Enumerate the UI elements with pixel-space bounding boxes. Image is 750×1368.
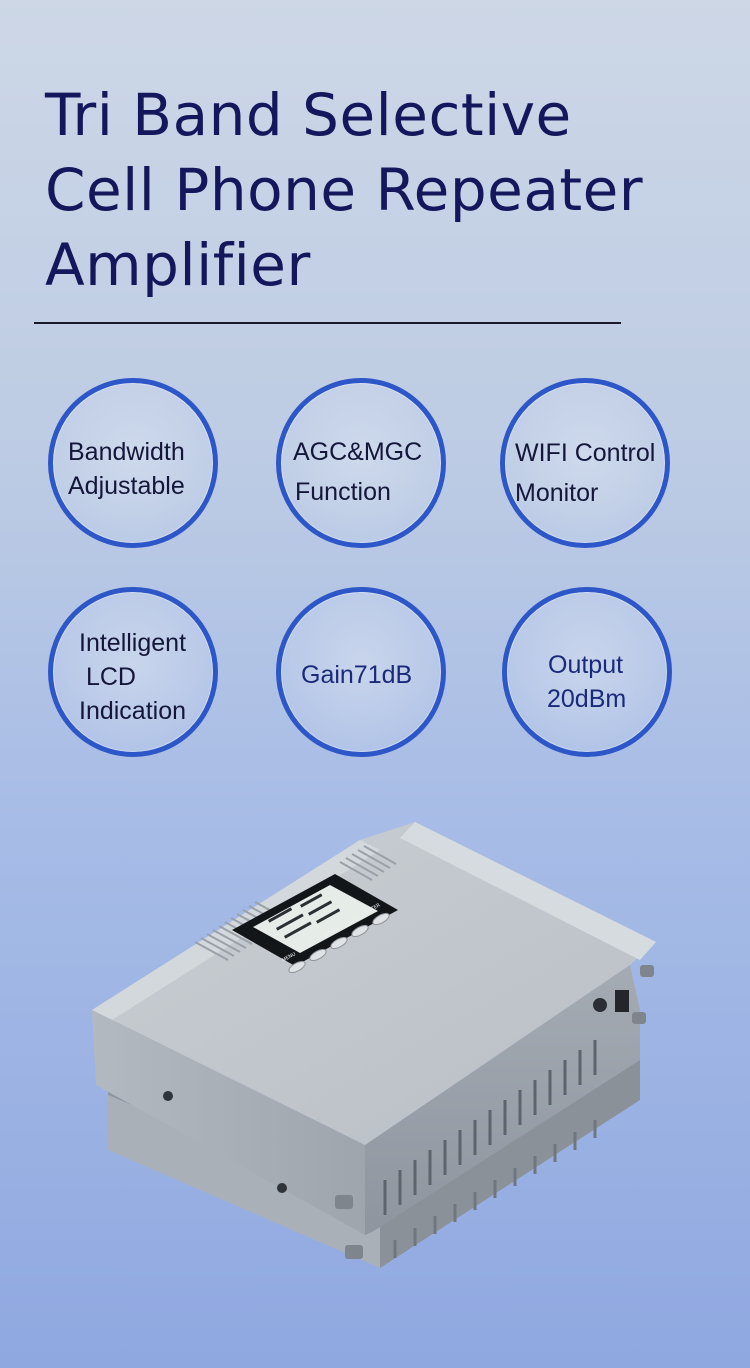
feature-lcd-line-3: Indication [79, 697, 187, 725]
feature-wifi-line-1: WIFI Control [515, 439, 656, 467]
button-label-up: UP [307, 941, 316, 949]
feature-agc-line-2: Function [295, 478, 391, 506]
feature-agc-mgc: AGC&MGC Function [276, 378, 446, 548]
page-title: Tri Band Selective Cell Phone Repeater A… [45, 78, 725, 303]
feature-output-line-1: Output [548, 651, 624, 679]
feature-agc-line-1: AGC&MGC [293, 438, 423, 466]
feature-lcd-line-1: Intelligent [79, 629, 187, 657]
title-line-1: Tri Band Selective [45, 81, 572, 149]
repeater-device-image: MENU UP DOWN SET ENTER [92, 822, 656, 1268]
feature-output-line-2: 20dBm [547, 685, 627, 713]
feature-lcd: Intelligent LCD Indication [48, 587, 218, 757]
feature-bandwidth-line-1: Bandwidth [68, 438, 185, 466]
feature-lcd-line-2: LCD [79, 663, 136, 691]
feature-gain: Gain71dB [276, 587, 446, 757]
title-line-3: Amplifier [45, 231, 311, 299]
title-divider [34, 322, 621, 324]
feature-gain-line-1: Gain71dB [301, 661, 413, 689]
feature-wifi-line-2: Monitor [515, 479, 599, 507]
feature-wifi: WIFI Control Monitor [500, 378, 670, 548]
feature-bandwidth: Bandwidth Adjustable [48, 378, 218, 548]
feature-bandwidth-line-2: Adjustable [68, 472, 185, 500]
feature-output: Output 20dBm [502, 587, 672, 757]
title-line-2: Cell Phone Repeater [45, 156, 644, 224]
button-label-set: SET [348, 916, 360, 926]
